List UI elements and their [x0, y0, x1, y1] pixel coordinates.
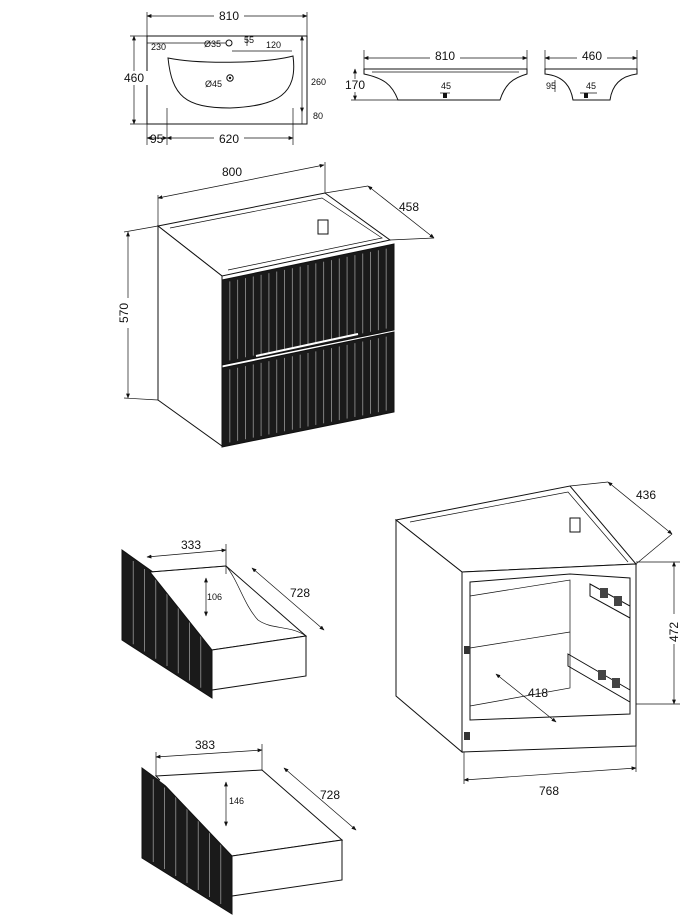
upper-drawer-view: 333 106 728 — [121, 538, 325, 699]
dim-carcass-width: 768 — [539, 784, 559, 798]
dim-120: 120 — [266, 40, 281, 50]
basin-side-outline — [544, 68, 638, 101]
front-hinge-lower-icon — [464, 732, 470, 740]
dim-side-depth: 460 — [582, 49, 602, 63]
upper-drawer-slide-icon — [589, 583, 631, 619]
basin-front-outline — [363, 68, 528, 101]
dim-carcass-height: 472 — [667, 622, 681, 642]
front-hinge-upper-icon — [464, 646, 470, 654]
lower-drawer-slide-icon — [567, 653, 631, 703]
dim-80: 80 — [313, 111, 323, 121]
basin-front-view: 810 170 45 — [341, 49, 528, 101]
dim-55: 55 — [244, 35, 254, 45]
dim-lower-drawer-width: 383 — [195, 738, 215, 752]
dim-front-width: 810 — [435, 49, 455, 63]
dim-lower-drawer-height: 146 — [229, 796, 244, 806]
dim-95: 95 — [150, 132, 164, 146]
carcass-view: 436 472 418 768 — [394, 481, 688, 798]
dim-upper-drawer-height: 106 — [207, 592, 222, 602]
wall-bracket-icon — [317, 219, 329, 235]
dim-basin-depth: 460 — [124, 71, 144, 85]
basin-bowl — [167, 55, 295, 109]
lower-drawer-handle-groove — [159, 779, 223, 827]
dim-carcass-depth: 436 — [636, 488, 656, 502]
lower-drawer-view: 383 146 728 — [141, 738, 357, 915]
lower-drawer-back — [231, 839, 343, 897]
dim-front-height: 170 — [345, 78, 365, 92]
dim-620: 620 — [219, 132, 239, 146]
cabinet-handle-groove — [255, 333, 359, 357]
cabinet-assembled-view: 800 458 570 — [114, 162, 435, 448]
carcass-wall-bracket-icon — [569, 517, 581, 533]
dim-230: 230 — [151, 42, 166, 52]
dim-cabinet-depth: 458 — [399, 200, 419, 214]
basin-side-view: 460 95 45 — [544, 49, 638, 101]
dim-tap-hole: Ø35 — [204, 39, 221, 49]
dim-cabinet-height: 570 — [117, 303, 131, 323]
dim-upper-drawer-width: 333 — [181, 538, 201, 552]
dim-carcass-inner-depth: 418 — [528, 686, 548, 700]
dim-front-45: 45 — [441, 81, 451, 91]
dim-side-45: 45 — [586, 81, 596, 91]
dim-lower-drawer-depth: 728 — [320, 788, 340, 802]
upper-drawer-back — [211, 635, 307, 691]
basin-top-view: 810 460 230 Ø35 55 120 Ø45 260 80 95 620 — [119, 9, 326, 146]
dim-side-95: 95 — [546, 81, 556, 91]
drain-center-icon — [228, 76, 232, 80]
dim-drain: Ø45 — [205, 79, 222, 89]
dim-cabinet-width: 800 — [222, 165, 242, 179]
dim-basin-width: 810 — [219, 9, 239, 23]
drain-hole-icon — [226, 74, 234, 82]
dim-260: 260 — [311, 77, 326, 87]
dim-upper-drawer-depth: 728 — [290, 586, 310, 600]
